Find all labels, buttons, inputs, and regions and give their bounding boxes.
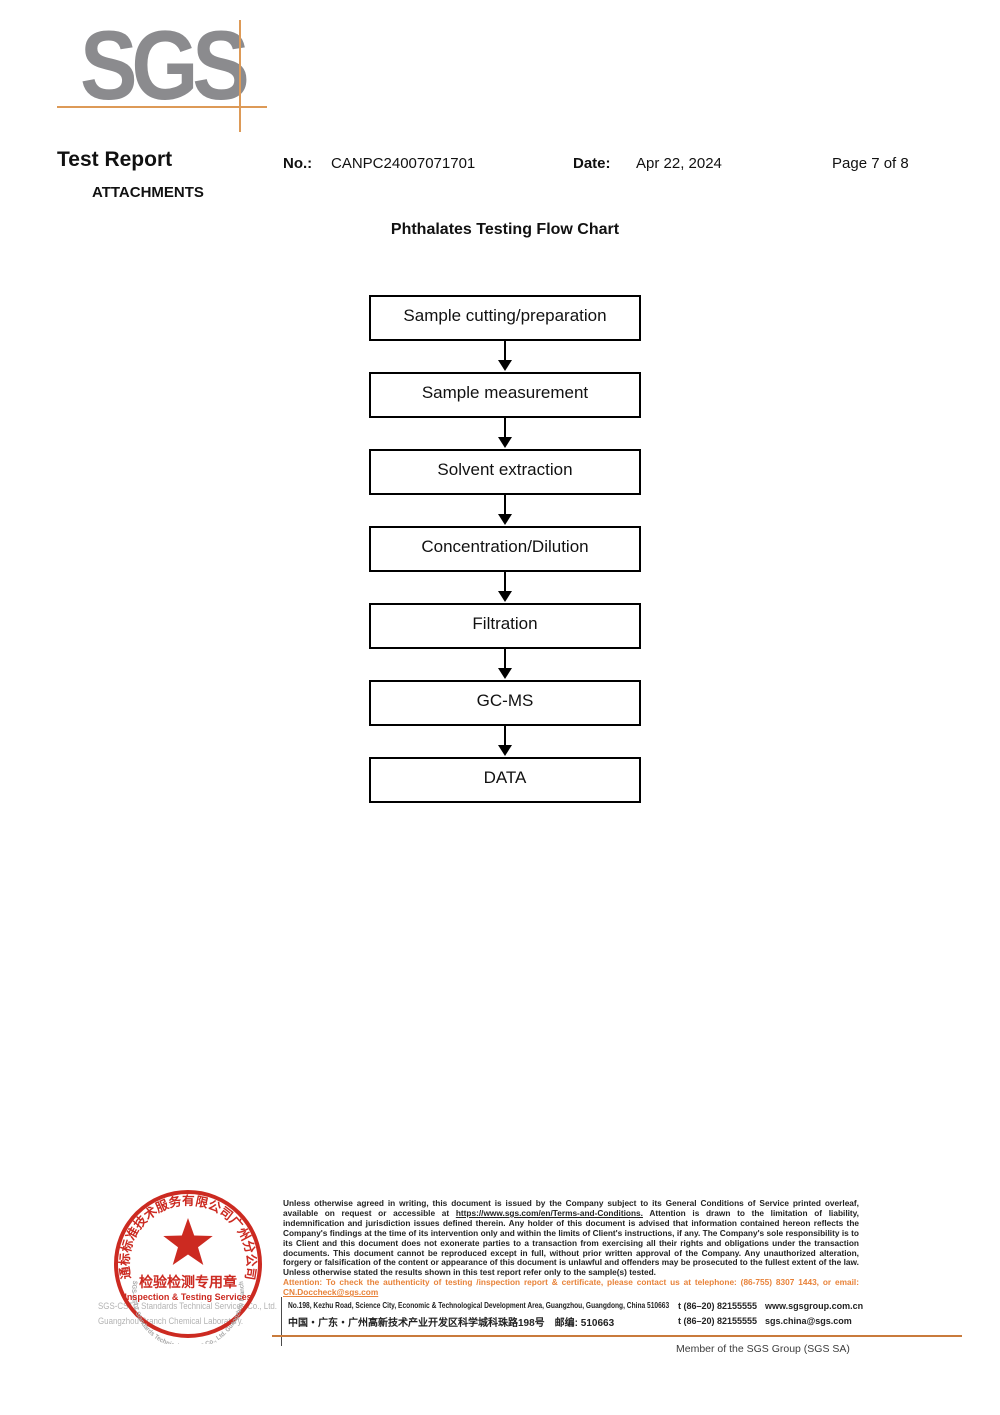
lab-company-line2: Guangzhou Branch Chemical Laboratory. xyxy=(98,1316,244,1326)
legal-disclaimer: Unless otherwise agreed in writing, this… xyxy=(283,1198,859,1298)
attachments-label: ATTACHMENTS xyxy=(92,184,204,201)
flowchart-title: Phthalates Testing Flow Chart xyxy=(390,221,620,238)
phone-number-2: t (86–20) 82155555 xyxy=(678,1316,758,1326)
arrow-down-icon xyxy=(497,726,513,757)
page-number: Page 7 of 8 xyxy=(832,155,909,172)
seal-en-label: Inspection & Testing Services xyxy=(124,1292,251,1302)
flow-step-box: Sample measurement xyxy=(369,372,641,418)
arrow-down-icon xyxy=(497,649,513,680)
seal-cn-label: 检验检测专用章 xyxy=(139,1274,237,1290)
arrow-down-icon xyxy=(497,341,513,372)
flow-step-box: Filtration xyxy=(369,603,641,649)
logo-crosshair-vertical xyxy=(239,20,241,132)
arrow-down-icon xyxy=(497,495,513,526)
flow-step-box: DATA xyxy=(369,757,641,803)
flow-step-box: GC-MS xyxy=(369,680,641,726)
arrow-down-icon xyxy=(497,418,513,449)
doccheck-email-link[interactable]: CN.Doccheck@sgs.com xyxy=(283,1287,379,1298)
terms-link[interactable]: https://www.sgs.com/en/Terms-and-Conditi… xyxy=(455,1207,643,1218)
report-no-value: CANPC24007071701 xyxy=(331,155,476,172)
address-chinese: 中国・广东・广州高新技术产业开发区科学城科珠路198号 邮编: 510663 xyxy=(288,1318,615,1329)
attention-text: Attention: To check the authenticity of … xyxy=(283,1277,859,1288)
report-date-label: Date: xyxy=(573,155,611,172)
legal-text-part1: Unless otherwise agreed in writing, this… xyxy=(283,1198,859,1218)
star-icon xyxy=(163,1218,213,1265)
lab-company-line1: SGS-CSTC Standards Technical Services Co… xyxy=(98,1301,278,1311)
legal-text-part2: Attention is drawn to the limitation of … xyxy=(283,1207,859,1278)
arrow-down-icon xyxy=(497,572,513,603)
report-date-value: Apr 22, 2024 xyxy=(636,155,722,172)
email-link[interactable]: sgs.china@sgs.com xyxy=(765,1316,852,1326)
flow-step-box: Concentration/Dilution xyxy=(369,526,641,572)
address-english: No.198, Kezhu Road, Science City, Econom… xyxy=(288,1300,670,1310)
flowchart: Sample cutting/preparation Sample measur… xyxy=(369,295,641,803)
report-no-label: No.: xyxy=(283,155,313,172)
phone-number-1: t (86–20) 82155555 xyxy=(678,1301,758,1311)
attention-notice: Attention: To check the authenticity of … xyxy=(283,1277,859,1298)
website-link[interactable]: www.sgsgroup.com.cn xyxy=(765,1301,864,1311)
page-title: Test Report xyxy=(57,148,173,171)
sgs-logo: SGS xyxy=(80,10,250,120)
flow-step-box: Solvent extraction xyxy=(369,449,641,495)
logo-crosshair-horizontal xyxy=(57,106,267,108)
lab-company-name: SGS-CSTC Standards Technical Services Co… xyxy=(98,1299,277,1329)
sgs-member-note: Member of the SGS Group (SGS SA) xyxy=(676,1343,850,1355)
flow-step-box: Sample cutting/preparation xyxy=(369,295,641,341)
address-divider-line xyxy=(281,1297,282,1346)
inspection-testing-seal: SGS-CSTC Standards Technical Services Co… xyxy=(114,1190,262,1344)
footer-rule xyxy=(272,1335,962,1337)
